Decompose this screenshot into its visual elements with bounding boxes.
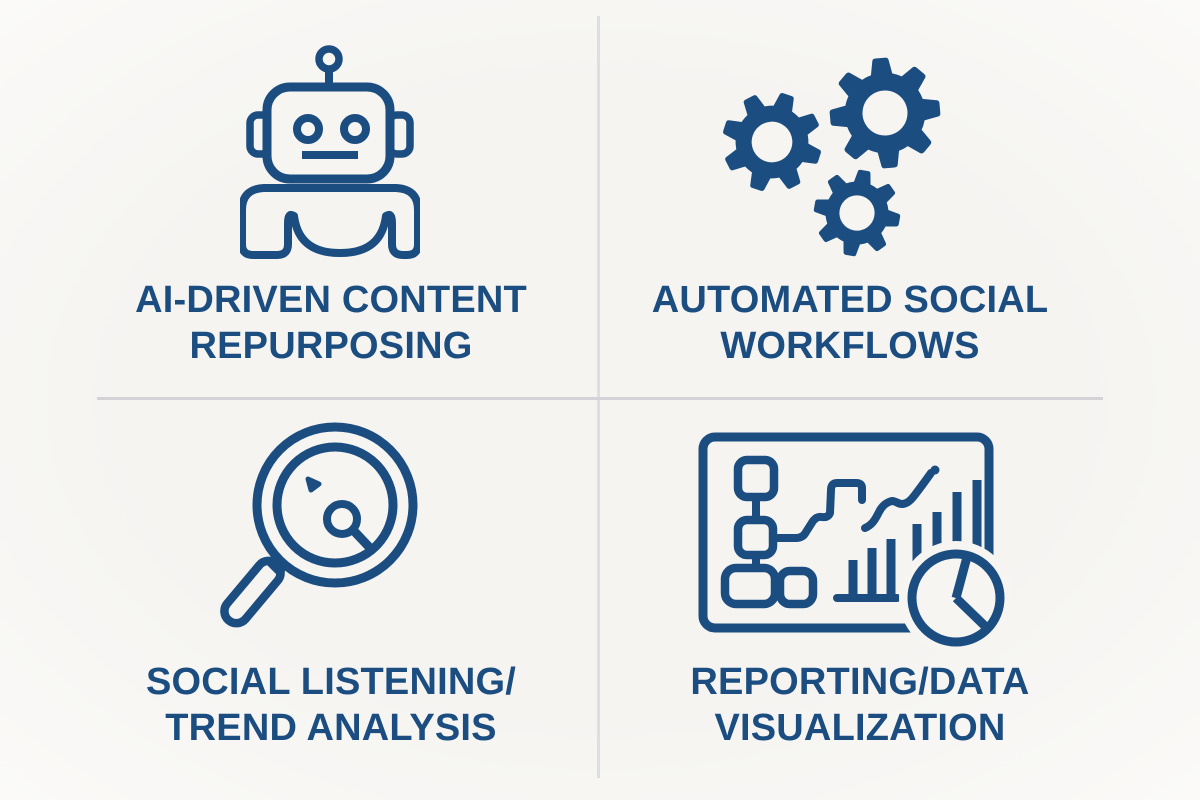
feature-label: AUTOMATED SOCIAL WORKFLOWS	[550, 277, 1150, 369]
feature-ai-content-repurposing: AI-DRIVEN CONTENT REPURPOSING	[0, 0, 600, 400]
feature-label-line1: AUTOMATED SOCIAL	[651, 279, 1049, 321]
feature-label-line2: VISUALIZATION	[714, 707, 1006, 749]
magnifier-icon	[220, 422, 418, 628]
feature-automated-social-workflows: AUTOMATED SOCIAL WORKFLOWS	[600, 0, 1200, 400]
feature-label-line2: REPURPOSING	[189, 325, 473, 367]
horizontal-divider	[97, 397, 1103, 400]
feature-label: AI-DRIVEN CONTENT REPURPOSING	[31, 277, 631, 369]
feature-reporting-data-visualization: REPORTING/DATA VISUALIZATION	[600, 400, 1200, 800]
dashboard-icon	[698, 432, 1013, 655]
feature-label-line1: AI-DRIVEN CONTENT	[135, 279, 527, 321]
feature-label: REPORTING/DATA VISUALIZATION	[560, 659, 1160, 751]
feature-label: SOCIAL LISTENING/ TREND ANALYSIS	[31, 659, 631, 751]
feature-social-listening-trend-analysis: SOCIAL LISTENING/ TREND ANALYSIS	[0, 400, 600, 800]
feature-label-line2: TREND ANALYSIS	[165, 707, 497, 749]
feature-label-line2: WORKFLOWS	[720, 325, 980, 367]
robot-icon	[240, 45, 420, 259]
feature-label-line1: REPORTING/DATA	[690, 661, 1030, 703]
feature-label-line1: SOCIAL LISTENING/	[145, 661, 517, 703]
gears-icon	[712, 53, 945, 260]
